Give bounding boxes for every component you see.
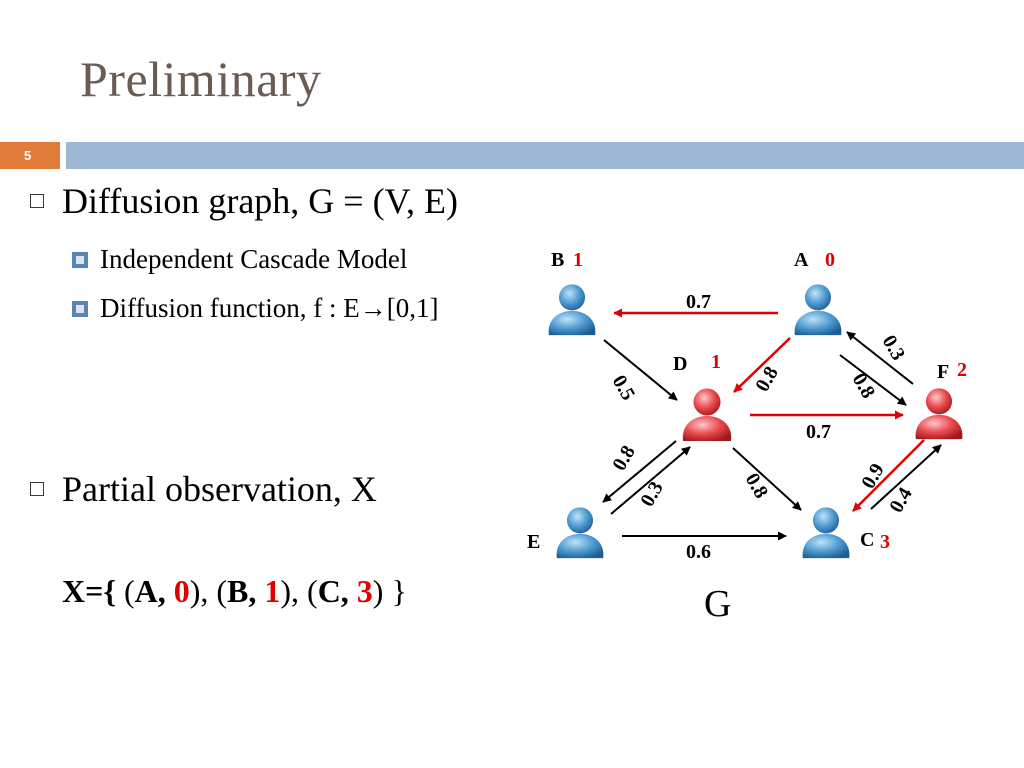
weight-a-d: 0.8 <box>751 363 783 396</box>
observation-suffix: } <box>391 573 407 609</box>
obs-time-c: 3 <box>356 573 373 609</box>
edge-a-f <box>839 354 907 406</box>
bullet-partial-observation: Partial observation, X <box>30 468 377 510</box>
edge-d-e <box>602 440 677 503</box>
sub-bullet-text: Independent Cascade Model <box>100 244 408 274</box>
weight-d-e: 0.8 <box>608 442 640 475</box>
node-d-person-icon <box>682 388 732 441</box>
square-bullet-icon <box>72 251 88 268</box>
weight-d-f: 0.7 <box>806 421 831 443</box>
edge-e-d <box>610 446 691 515</box>
node-b-person-icon <box>548 284 596 336</box>
hollow-square-bullet-icon <box>30 194 44 208</box>
bullet-text: Diffusion graph, G = (V, E) <box>62 181 458 221</box>
page-title: Preliminary <box>80 51 322 107</box>
node-label-a: A <box>794 249 809 271</box>
observation-set: X={ (A, 0), (B, 1), (C, 3) } <box>62 573 407 609</box>
bullet-diffusion-graph: Diffusion graph, G = (V, E) <box>30 180 458 222</box>
weight-e-c: 0.6 <box>686 541 711 563</box>
observation-prefix: X={ <box>62 573 116 609</box>
weight-f-c: 0.9 <box>857 460 889 493</box>
weight-d-c: 0.8 <box>741 470 773 503</box>
edge-a-d <box>733 337 791 393</box>
square-bullet-icon <box>72 300 88 317</box>
node-time-d: 1 <box>711 351 721 373</box>
node-f-person-icon <box>915 388 963 440</box>
node-time-c: 3 <box>880 531 890 553</box>
edge-b-d <box>603 339 678 401</box>
node-time-a: 0 <box>825 249 835 271</box>
weight-a-b: 0.7 <box>686 291 711 313</box>
obs-time-b: 1 <box>264 573 281 609</box>
graph-label: G <box>704 583 731 625</box>
sub-bullet-text: Diffusion function, f : E→[0,1] <box>100 293 439 323</box>
node-a-person-icon <box>794 284 842 336</box>
node-label-e: E <box>527 531 540 553</box>
node-label-b: B <box>551 249 564 271</box>
obs-node-a: A <box>134 573 158 609</box>
node-label-d: D <box>673 353 687 375</box>
edge-f-a <box>846 331 914 385</box>
weight-e-d: 0.3 <box>636 478 668 511</box>
weight-b-d: 0.5 <box>608 372 640 405</box>
obs-node-c: C <box>317 573 341 609</box>
hollow-square-bullet-icon <box>30 482 44 496</box>
node-c-person-icon <box>802 507 850 559</box>
node-e-person-icon <box>556 507 604 559</box>
node-label-f: F <box>937 361 949 383</box>
sub-bullet-diffusion-function: Diffusion function, f : E→[0,1] <box>72 293 438 324</box>
node-time-b: 1 <box>573 249 583 271</box>
node-time-f: 2 <box>957 359 967 381</box>
slide-number: 5 <box>0 142 60 169</box>
edge-c-f <box>870 444 942 510</box>
weight-c-f: 0.4 <box>885 484 917 517</box>
sub-bullet-icm: Independent Cascade Model <box>72 244 407 275</box>
edge-f-c <box>852 439 925 512</box>
title-underline-bar <box>66 142 1024 169</box>
node-label-c: C <box>860 529 874 551</box>
obs-time-a: 0 <box>173 573 190 609</box>
bullet-text: Partial observation, X <box>62 469 377 509</box>
weight-a-f: 0.8 <box>848 370 880 403</box>
obs-node-b: B <box>227 573 249 609</box>
edge-d-c <box>732 447 802 511</box>
